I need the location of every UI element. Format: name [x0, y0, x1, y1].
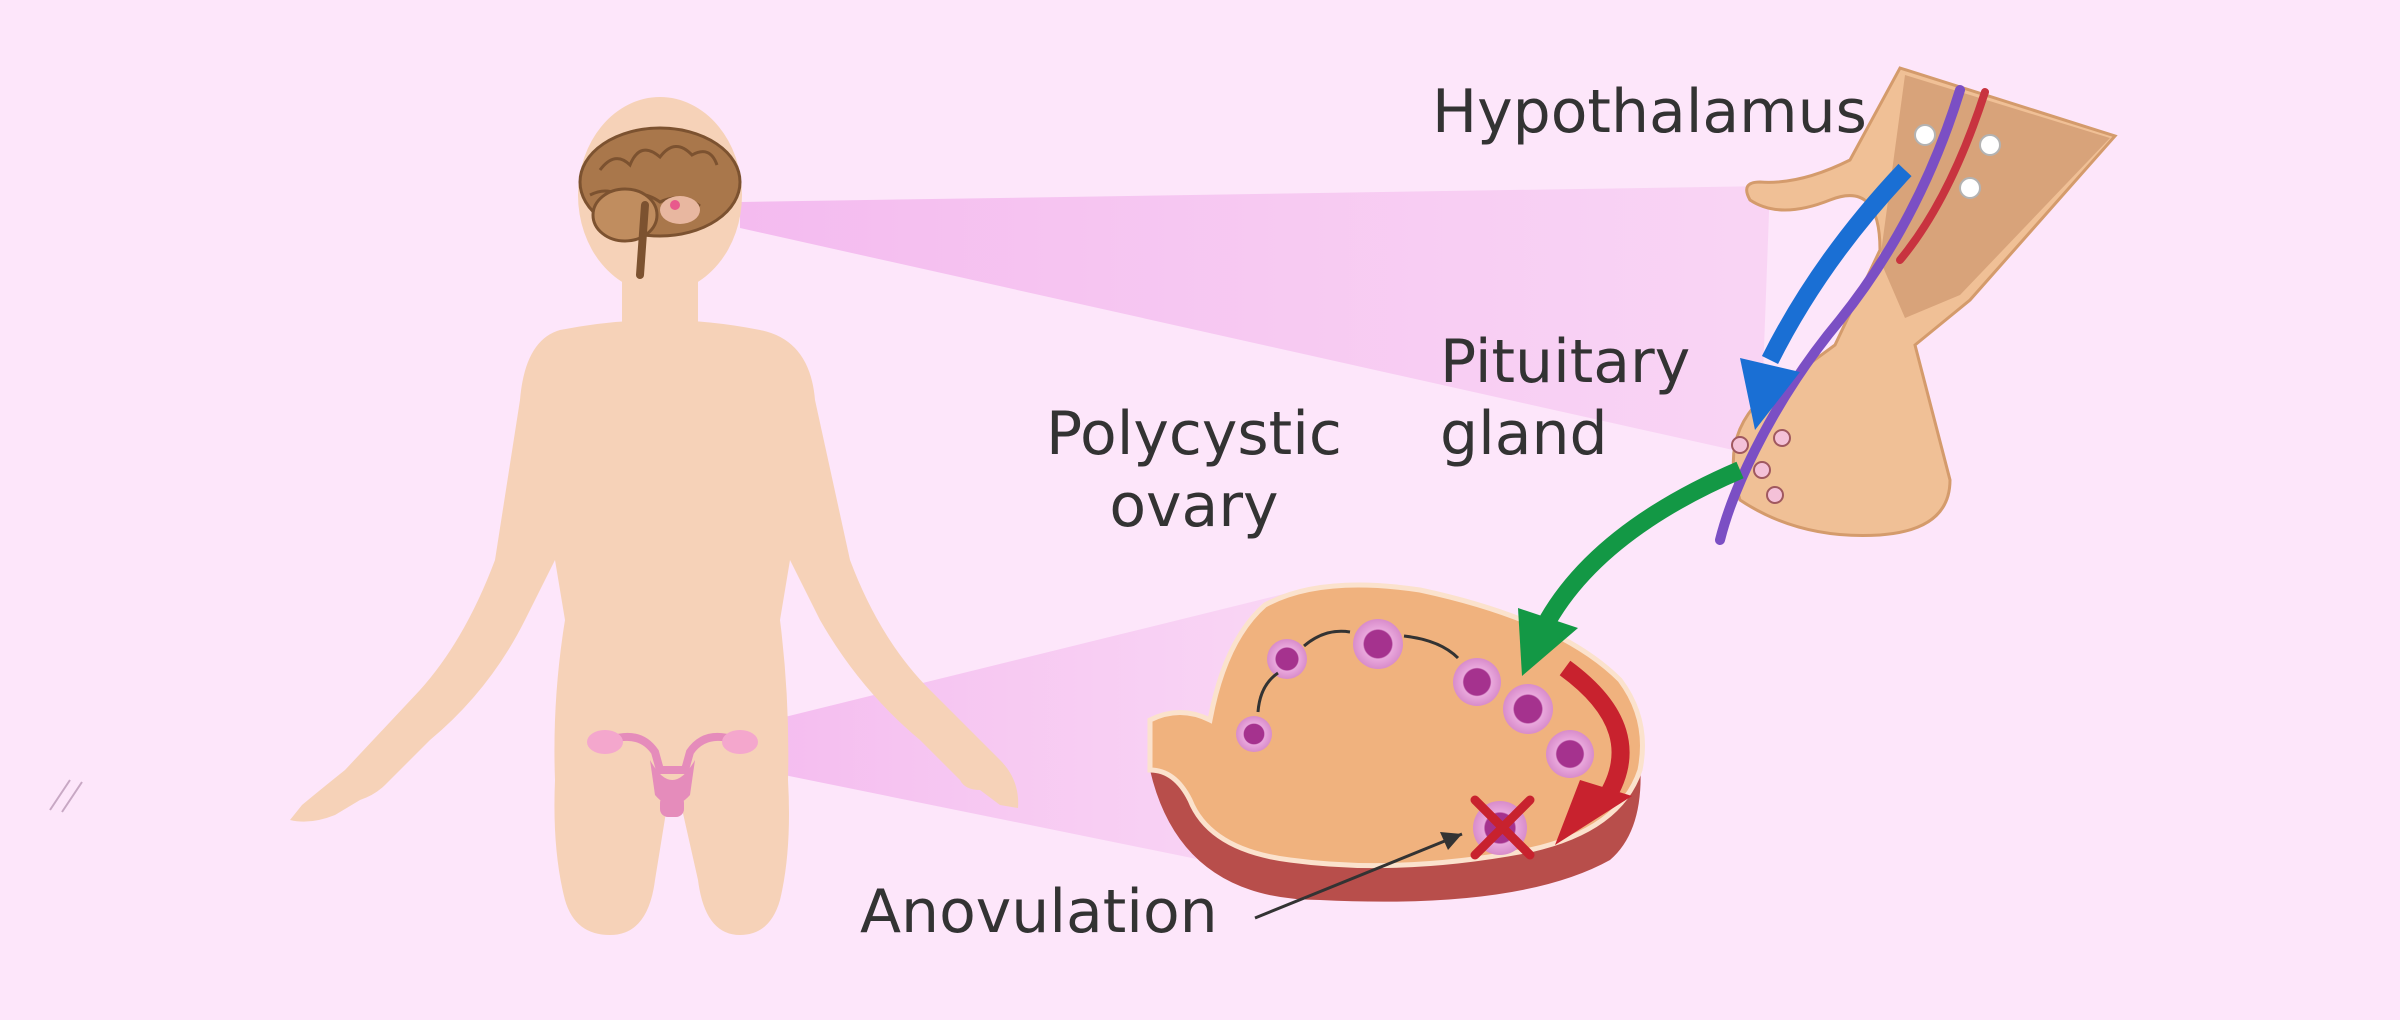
ovary-cross-section-icon [1147, 582, 1645, 902]
brain-icon [578, 126, 742, 279]
follicle [1453, 658, 1501, 706]
ovary-label-line2: ovary [1109, 471, 1279, 541]
pituitary-label-line1: Pituitary [1440, 327, 1691, 397]
follicle [1546, 730, 1594, 778]
arrow-pituitary-to-ovary [1518, 461, 1744, 676]
arrow-ovary-to-anovulation [1555, 660, 1632, 845]
arrow-hypothalamus-to-pituitary [1740, 163, 1912, 430]
anovulation-pointer [1254, 832, 1463, 920]
cross-icon [1470, 795, 1535, 860]
brain-projection-beam [740, 186, 1770, 456]
anovulation-pointer-head [1440, 832, 1462, 850]
pituitary-label-line2: gland [1440, 399, 1608, 469]
follicle [1353, 619, 1403, 669]
uterus-icon [587, 730, 758, 817]
polycystic-ovary-label: Polycystic ovary [1046, 398, 1342, 542]
pituitary-gland-icon [1715, 66, 2118, 545]
hypothalamus-label: Hypothalamus [1432, 77, 1867, 147]
ovary-label-line1: Polycystic [1046, 399, 1342, 469]
follicle [1267, 639, 1307, 679]
follicle [1236, 716, 1272, 752]
pituitary-gland-label: Pituitary gland [1440, 326, 1690, 470]
uterus-projection-beam [740, 590, 1300, 880]
anovulation-label: Anovulation [860, 877, 1218, 947]
follicle [1503, 684, 1553, 734]
decorative-strokes [49, 779, 83, 813]
